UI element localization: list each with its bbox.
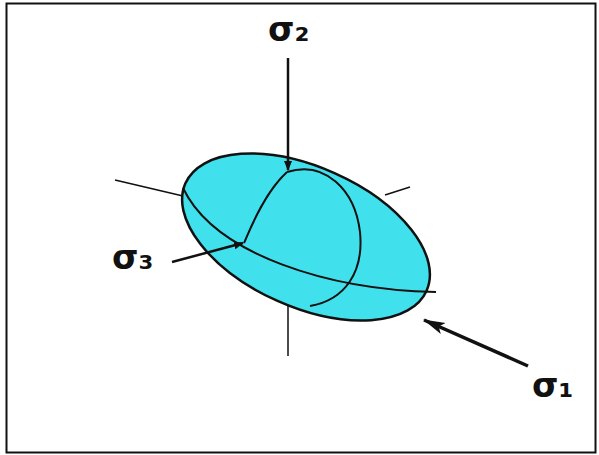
meridian-line: [244, 172, 287, 243]
axis-line: [287, 300, 289, 356]
ellipsoid-body: [157, 119, 455, 354]
sigma3-arrow: [172, 243, 243, 262]
equator-line: [183, 188, 436, 292]
stress-label: σ₃: [112, 240, 153, 274]
axis-line: [385, 187, 410, 195]
stress-label: σ₂: [268, 12, 309, 46]
sigma2-arrow: [287, 58, 290, 170]
sigma1-arrow: [424, 320, 528, 366]
frame: [7, 4, 596, 453]
meridian-line: [287, 169, 361, 306]
stress-label: σ₁: [532, 368, 573, 402]
